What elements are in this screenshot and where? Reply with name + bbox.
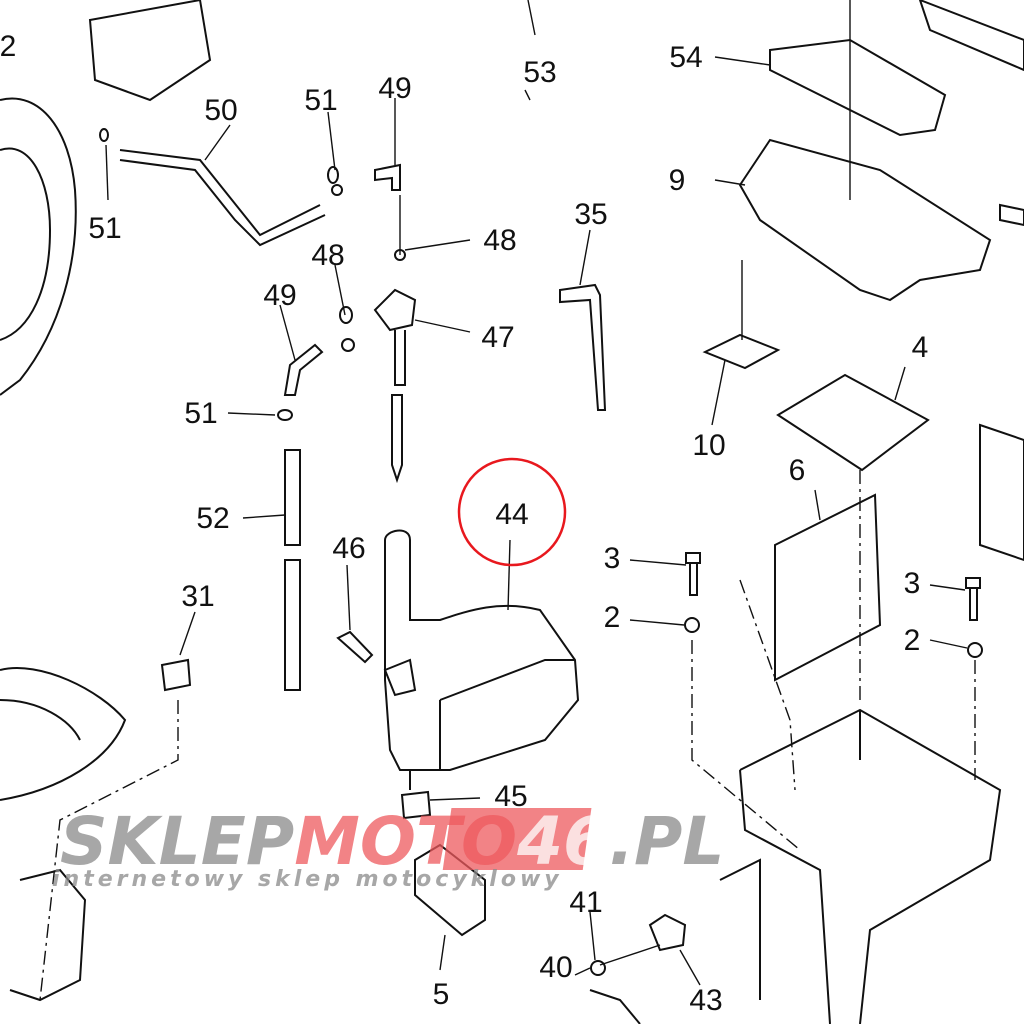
watermark-logo: SKLEPMOTO46.PL internetowy sklep motocyk…: [52, 803, 724, 892]
plate-4: [776, 373, 930, 472]
label-52: 52: [196, 502, 229, 535]
fitting-49-top: [374, 163, 401, 191]
valve-47: [373, 288, 417, 332]
reservoir-tank-44: [384, 529, 580, 771]
fitting-49-mid: [283, 343, 324, 396]
label-48: 48: [311, 239, 344, 272]
battery-case: [719, 708, 1002, 1024]
washer-2-left: [684, 617, 700, 633]
label-46: 46: [332, 532, 365, 565]
label-3: 3: [604, 542, 621, 575]
label-45: 45: [494, 780, 527, 813]
label-51: 51: [304, 84, 337, 117]
label-50: 50: [204, 94, 237, 127]
highlight-circle: [457, 457, 567, 567]
label-2: 2: [904, 624, 921, 657]
label-41: 41: [569, 886, 602, 919]
hose-52: [284, 449, 301, 691]
label-51: 51: [88, 212, 121, 245]
label-3: 3: [904, 567, 921, 600]
bolt-3-left: [685, 552, 701, 596]
label-53: 53: [523, 56, 556, 89]
label-40: 40: [539, 951, 572, 984]
label-10: 10: [692, 429, 725, 462]
label-47: 47: [481, 321, 514, 354]
label-49: 49: [378, 72, 411, 105]
bolt-3-right: [965, 577, 981, 621]
label-2: 2: [0, 30, 16, 63]
label-51: 51: [184, 397, 217, 430]
label-31: 31: [181, 580, 214, 613]
label-5: 5: [433, 978, 450, 1011]
plate-6: [774, 493, 882, 682]
bolt-46: [336, 630, 374, 664]
pad-10: [702, 333, 781, 370]
grommet-31: [160, 658, 192, 692]
part-labels: 2 50 51 49 53 54 51 9 48 48 35 49 47 4 5…: [0, 30, 928, 1017]
cover-54: [769, 38, 947, 137]
watermark-tagline: internetowy sklep motocyklowy: [52, 867, 563, 892]
label-35: 35: [574, 198, 607, 231]
frame-left-part: [0, 0, 212, 1002]
svg-text:SKLEPMOTO46.PL: SKLEPMOTO46.PL: [60, 803, 724, 880]
label-49: 49: [263, 279, 296, 312]
cap-45: [400, 790, 432, 820]
cap-43: [648, 913, 687, 952]
hose-50: [119, 149, 321, 237]
pad-5: [414, 843, 486, 937]
label-48: 48: [483, 224, 516, 257]
label-4: 4: [912, 331, 929, 364]
label-54: 54: [669, 41, 702, 74]
clamp-35: [559, 283, 607, 411]
label-44: 44: [495, 498, 528, 531]
label-43: 43: [689, 984, 722, 1017]
battery-tray-9: [738, 138, 992, 302]
label-9: 9: [669, 164, 686, 197]
label-2: 2: [604, 601, 621, 634]
washer-2-right: [967, 642, 983, 658]
label-6: 6: [789, 454, 806, 487]
